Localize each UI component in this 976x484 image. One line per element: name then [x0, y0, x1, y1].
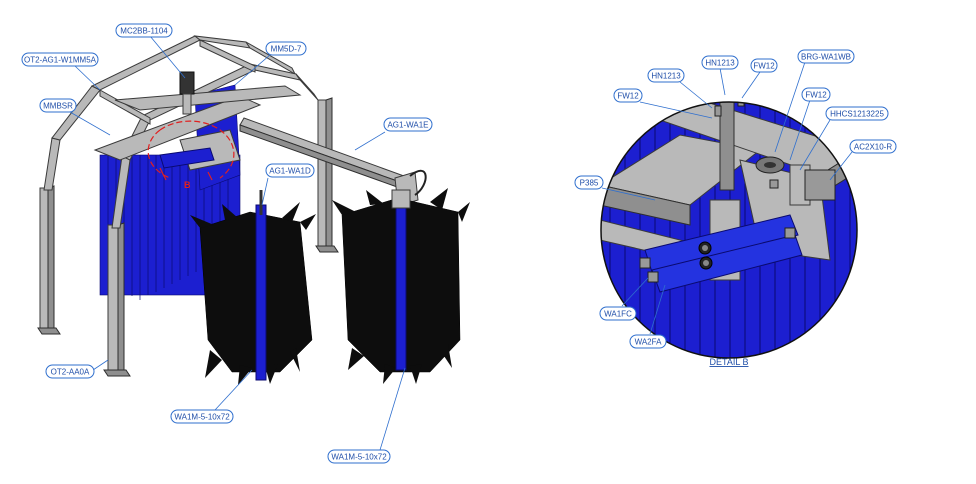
svg-text:AG1-WA1D: AG1-WA1D [269, 167, 311, 176]
svg-text:MM5D-7: MM5D-7 [271, 45, 302, 54]
callout-ot2-ag1[interactable]: OT2-AG1-W1MM5A [21, 52, 101, 91]
brush-right [332, 188, 470, 384]
callout-wa2fa[interactable]: WA2FA [629, 284, 667, 349]
gantry-frame [37, 35, 427, 377]
svg-text:P385: P385 [580, 179, 599, 188]
svg-text:WA1FC: WA1FC [604, 310, 632, 319]
svg-text:WA1M-5-10x72: WA1M-5-10x72 [331, 453, 387, 462]
svg-text:HN1213: HN1213 [651, 72, 681, 81]
svg-text:BRG-WA1WB: BRG-WA1WB [801, 53, 851, 62]
detail-title: DETAIL B [709, 357, 748, 367]
callout-ag1-wa1e[interactable]: AG1-WA1E [354, 117, 433, 151]
svg-text:HN1213: HN1213 [705, 59, 735, 68]
callout-wa1m-left[interactable]: WA1M-5-10x72 [170, 369, 253, 424]
callout-fw12-right[interactable]: FW12 [789, 87, 831, 161]
detail-b-view: HN1213 FW12 HN1213 BRG-WA1WB FW12 FW12 [574, 49, 897, 367]
detail-b-letter: B [184, 180, 191, 190]
blue-cylinders [644, 214, 803, 293]
svg-text:WA1M-5-10x72: WA1M-5-10x72 [174, 413, 230, 422]
callout-mc2bb[interactable]: MC2BB-1104 [115, 23, 186, 79]
callout-hn1213-left[interactable]: HN1213 [647, 68, 713, 109]
callout-mm5d7[interactable]: MM5D-7 [234, 41, 307, 86]
svg-text:FW12: FW12 [753, 62, 775, 71]
svg-text:OT2-AA0A: OT2-AA0A [51, 368, 90, 377]
detail-b-marker: B [147, 120, 235, 190]
callout-p385[interactable]: P385 [574, 175, 656, 201]
callout-hhcs1213225[interactable]: HHCS1213225 [799, 106, 889, 171]
callout-ot2-aa0a[interactable]: OT2-AA0A [45, 359, 109, 379]
svg-text:AC2X10-R: AC2X10-R [854, 143, 892, 152]
svg-text:MC2BB-1104: MC2BB-1104 [120, 27, 168, 36]
svg-text:FW12: FW12 [805, 91, 827, 100]
callout-ac2x10-r[interactable]: AC2X10-R [829, 139, 897, 181]
main-assembly: B [21, 23, 470, 464]
callout-brg-wa1wb[interactable]: BRG-WA1WB [774, 49, 855, 153]
svg-text:HHCS1213225: HHCS1213225 [830, 110, 884, 119]
svg-text:OT2-AG1-W1MM5A: OT2-AG1-W1MM5A [24, 56, 97, 65]
callout-wa1m-right[interactable]: WA1M-5-10x72 [327, 367, 406, 464]
callout-hn1213-top[interactable]: HN1213 [701, 55, 739, 96]
callout-ag1-wa1d[interactable]: AG1-WA1D [261, 163, 315, 206]
brush-left [190, 190, 316, 385]
callout-mmbsr[interactable]: MMBSR [39, 98, 111, 136]
callout-fw12-top[interactable]: FW12 [741, 58, 778, 99]
svg-text:FW12: FW12 [617, 92, 639, 101]
callout-wa1fc[interactable]: WA1FC [599, 277, 649, 321]
callout-fw12-left[interactable]: FW12 [613, 88, 713, 119]
svg-text:MMBSR: MMBSR [43, 102, 73, 111]
svg-text:AG1-WA1E: AG1-WA1E [387, 121, 428, 130]
svg-text:WA2FA: WA2FA [635, 338, 662, 347]
